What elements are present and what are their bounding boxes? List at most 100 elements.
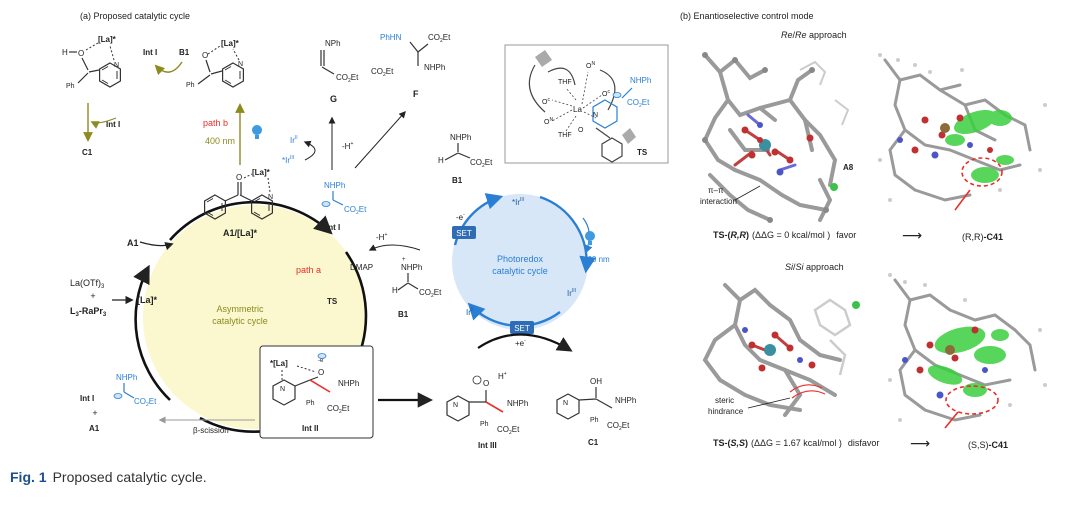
ts-o3: ON bbox=[586, 61, 595, 70]
b1rad-h: H bbox=[392, 286, 398, 295]
ts-o1: Oc bbox=[542, 97, 550, 106]
int-ii-la: *[La] bbox=[270, 359, 288, 368]
re-re-approach: Re/Re approach bbox=[781, 30, 847, 40]
int-iii-n: N bbox=[453, 402, 458, 409]
ts-o2: ON bbox=[544, 117, 553, 126]
c1-product: OH N Ph NHPh CO2Et C1 bbox=[556, 377, 636, 447]
la-otf3: La(OTf)3 bbox=[70, 278, 105, 290]
set-bottom-text: SET bbox=[514, 324, 530, 333]
beta-scission-label: β-scission bbox=[193, 426, 229, 435]
la-star: [La]* bbox=[137, 295, 157, 305]
g-co2et: CO2Et bbox=[336, 73, 359, 84]
c1-co2et: CO2Et bbox=[607, 421, 630, 432]
b1-substrate: NHPh H CO2Et B1 bbox=[438, 133, 493, 185]
int-i-top: Int I bbox=[143, 48, 157, 57]
tl-la-label: [La]* bbox=[98, 35, 117, 44]
top-left-reaction: Int I B1 H O [La]* Ph N Int I C1 bbox=[62, 35, 190, 157]
model-ss-igm bbox=[888, 273, 1047, 429]
int-ii-label: Int II bbox=[302, 424, 318, 433]
c1-label: C1 bbox=[588, 438, 599, 447]
asym-cycle-label-1: Asymmetric bbox=[217, 304, 264, 314]
lightbulb-icon-460 bbox=[585, 231, 595, 245]
star-ir-iii-top: *IrIII bbox=[282, 155, 294, 165]
a1-oxygen: O bbox=[236, 173, 242, 182]
f-label: F bbox=[413, 89, 419, 99]
pipi-label: π–π bbox=[708, 186, 724, 195]
catalyst-inputs: La(OTf)3 + L3-RaPr3 [La]* bbox=[70, 278, 157, 318]
ligand-l3: L3-RaPr3 bbox=[70, 306, 107, 318]
asym-cycle-label-2: catalytic cycle bbox=[212, 316, 268, 326]
photo-cycle-label-2: catalytic cycle bbox=[492, 266, 548, 276]
ts-la: La bbox=[573, 105, 582, 114]
ir-deprotonation: IrII *IrIII -H+ bbox=[282, 116, 353, 170]
a8-label: A8 bbox=[843, 163, 854, 172]
int-i-mid: Int I bbox=[106, 120, 120, 129]
arrow-top: ⟶ bbox=[902, 227, 922, 243]
c1-top: C1 bbox=[82, 148, 93, 157]
lightbulb-icon bbox=[252, 125, 262, 139]
ts-o-ket: O bbox=[578, 127, 584, 134]
int-iii: O H+ N Ph NHPh CO2Et Int III bbox=[446, 371, 528, 450]
int-iii-co2et: CO2Et bbox=[497, 425, 520, 436]
ts-co2et: CO2Et bbox=[627, 98, 650, 109]
f-phhn: PhHN bbox=[380, 33, 402, 42]
b1-label: B1 bbox=[452, 176, 463, 185]
caption-fig-number: Fig. 1 bbox=[10, 469, 47, 485]
minus-h-mid: -H+ bbox=[376, 232, 387, 242]
int-iii-label: Int III bbox=[478, 441, 497, 450]
set-badge-bottom bbox=[510, 321, 534, 334]
byproducts: NPh CO2Et G PhHN CO2Et CO2Et NHPh F bbox=[320, 33, 451, 169]
model-ss-ts: steric hindrance bbox=[702, 283, 860, 417]
panel-b-title: (b) Enantioselective control mode bbox=[680, 11, 814, 21]
460nm-label: 460 nm bbox=[583, 255, 610, 264]
upper-n-label: N bbox=[238, 61, 243, 68]
400nm-label: 400 nm bbox=[205, 136, 235, 146]
tl-ph-label: Ph bbox=[66, 83, 75, 90]
bl-co2et: CO2Et bbox=[134, 397, 157, 408]
f-co2et-bot: CO2Et bbox=[371, 67, 394, 78]
ir-ii-cycle: IrII bbox=[466, 307, 474, 317]
int-ii-box: *[La] O -e N Ph NHPh CO2Et Int II bbox=[259, 345, 374, 439]
a1-la-caption: A1/[La]* bbox=[223, 228, 258, 238]
int-iii-ph: Ph bbox=[480, 421, 489, 428]
upper-la-label: [La]* bbox=[221, 39, 240, 48]
c1-oh: OH bbox=[590, 377, 602, 386]
b1-h: H bbox=[438, 156, 444, 165]
b1rad-co2et: CO2Et bbox=[419, 288, 442, 299]
b1rad-nhph: NHPh bbox=[401, 263, 422, 272]
ss-c41-label: (S,S)-C41 bbox=[968, 440, 1008, 450]
a1-nitrogen: N bbox=[268, 194, 273, 201]
upper-ph-label: Ph bbox=[186, 82, 195, 89]
int-ii-o: O bbox=[318, 368, 324, 377]
b1-radical-cation: + NHPh H CO2Et B1 bbox=[392, 257, 442, 319]
a1-la-complex: O N [La]* A1/[La]* bbox=[204, 168, 273, 238]
interaction-label: interaction bbox=[700, 197, 737, 206]
steric-label: steric bbox=[715, 396, 734, 405]
dmap-label: DMAP bbox=[350, 263, 373, 272]
int-iii-h: H+ bbox=[498, 371, 507, 381]
minus-h-top: -H+ bbox=[342, 141, 353, 151]
photoredox-cycle: Photoredox catalytic cycle *IrIII IrIII … bbox=[452, 193, 610, 352]
int-ii-ph: Ph bbox=[306, 400, 315, 407]
bl-nhph: NHPh bbox=[116, 373, 137, 382]
hindrance-label: hindrance bbox=[708, 407, 744, 416]
ts-thf-bottom: THF bbox=[558, 132, 572, 139]
b1-co2et: CO2Et bbox=[470, 158, 493, 169]
int-ii-o-minus: -e bbox=[318, 358, 324, 364]
c1-nhph: NHPh bbox=[615, 396, 636, 405]
f-nhph: NHPh bbox=[424, 63, 445, 72]
c1-ph: Ph bbox=[590, 417, 599, 424]
set-top-text: SET bbox=[456, 229, 472, 238]
tl-n-label: N bbox=[114, 62, 119, 69]
ts-box: THF THF La Oc ON ON Oc N NHPh CO2Et O TS bbox=[504, 44, 669, 164]
ts-box-label: TS bbox=[637, 148, 648, 157]
int-ii-co2et: CO2Et bbox=[327, 404, 350, 415]
ts-ss-label: TS-(S,S)(ΔΔG = 1.67 kcal/mol )disfavor bbox=[713, 438, 879, 448]
star-ir-iii-cycle: *IrIII bbox=[512, 197, 524, 207]
ts-rr-label: TS-(R,R)(ΔΔG = 0 kcal/mol )favor bbox=[713, 230, 856, 240]
b1-top: B1 bbox=[179, 48, 190, 57]
si-si-approach: Si/Si approach bbox=[785, 262, 844, 272]
plus-e: +e- bbox=[515, 338, 526, 348]
rr-c41-label: (R,R)-C41 bbox=[962, 232, 1003, 242]
